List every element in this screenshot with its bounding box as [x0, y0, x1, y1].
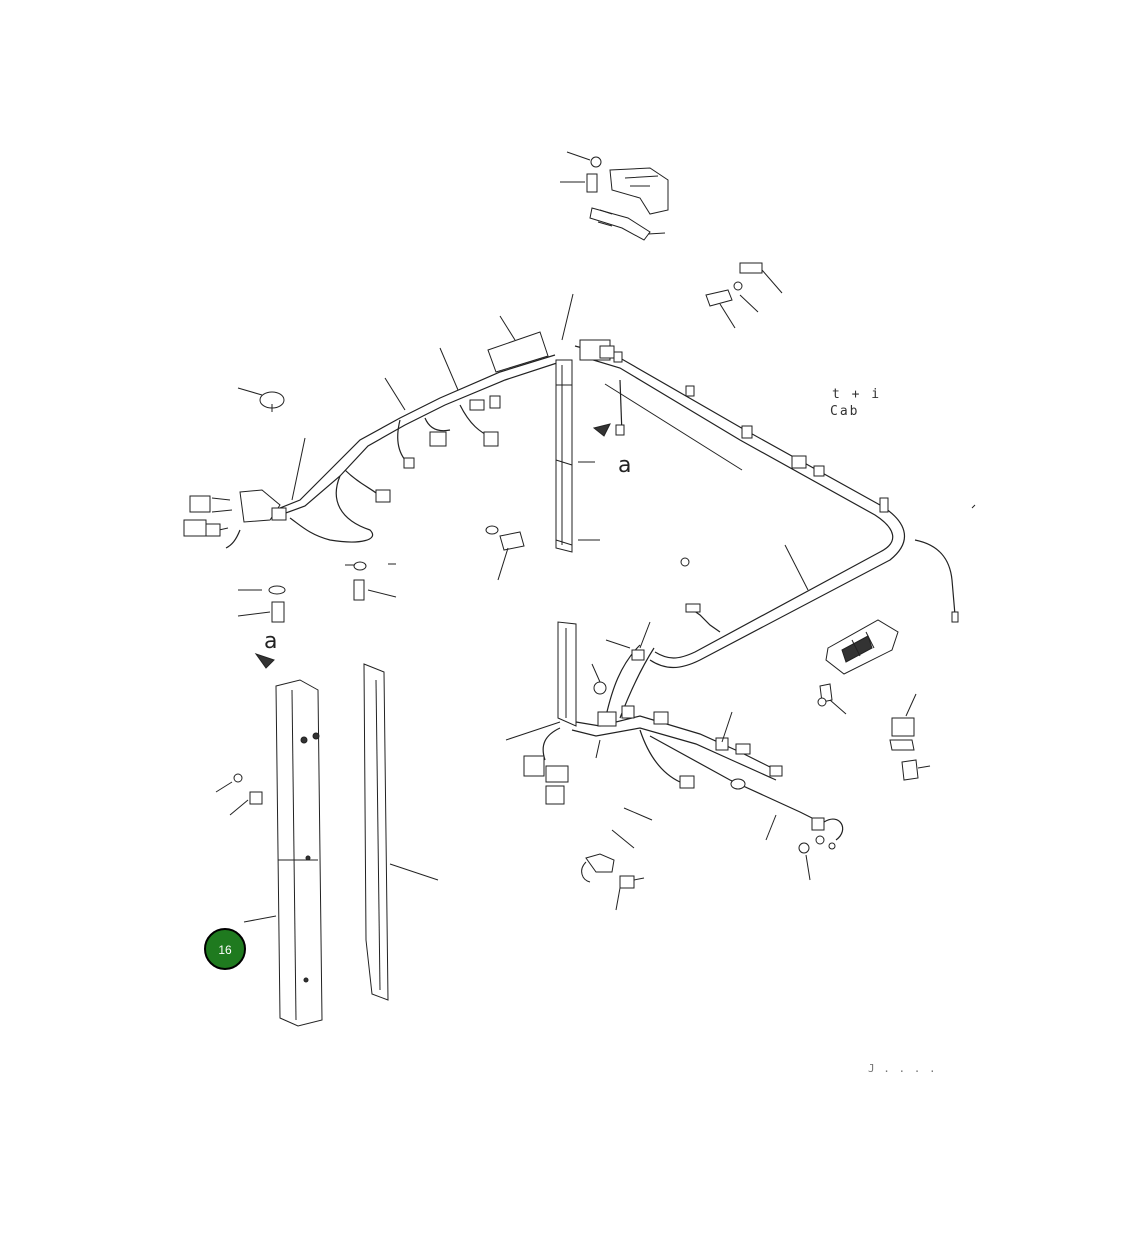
callout-badge-16[interactable]: 16 — [204, 928, 246, 970]
center-pillar-duct: a — [555, 359, 631, 553]
right-small-parts — [817, 683, 931, 781]
pillar-covers — [215, 663, 439, 1027]
callout-badge-number: 16 — [218, 943, 232, 957]
top-bracket-assembly — [560, 151, 669, 241]
callout-badge-circle — [204, 928, 246, 970]
detail-a-label-lower: a — [264, 629, 277, 654]
lower-harness — [505, 621, 844, 881]
drawing-code: J . . . . — [868, 1062, 937, 1075]
roof-harness-loop — [574, 339, 976, 669]
cab-label-line1: t + i — [832, 387, 881, 402]
left-fasteners: a — [237, 525, 525, 669]
clip-upper-right — [705, 262, 783, 329]
cab-label-line2: Cab — [830, 404, 859, 419]
detail-a-label-upper: a — [618, 453, 631, 478]
bottom-clip-bolt — [581, 807, 653, 911]
main-harness-left — [183, 293, 574, 549]
switch-panel — [825, 619, 899, 675]
